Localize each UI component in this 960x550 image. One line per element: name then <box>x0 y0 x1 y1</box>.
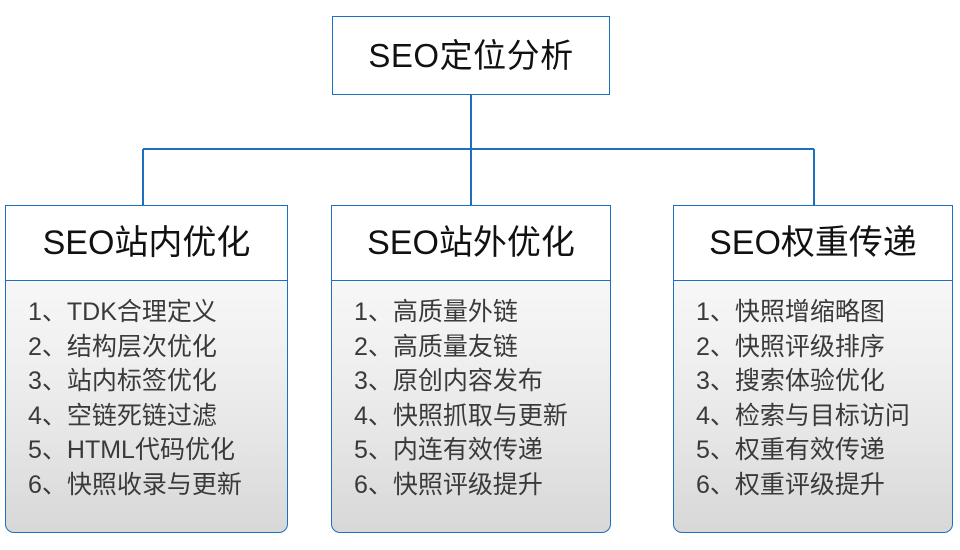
branch-card-seo-offsite[interactable]: SEO站外优化 1、高质量外链 2、高质量友链 3、原创内容发布 4、快照抓取与… <box>331 205 611 533</box>
list-item: 1、高质量外链 <box>354 298 518 326</box>
branch-list-seo-onsite: 1、TDK合理定义 2、结构层次优化 3、站内标签优化 4、空链死链过滤 5、H… <box>6 295 287 502</box>
root-node[interactable]: SEO定位分析 <box>332 16 610 95</box>
list-item: 2、结构层次优化 <box>28 332 217 361</box>
list-item: 5、内连有效传递 <box>354 436 543 464</box>
branch-header-seo-offsite[interactable]: SEO站外优化 <box>331 205 611 281</box>
branch-header-seo-onsite[interactable]: SEO站内优化 <box>5 205 288 281</box>
list-item: 2、快照评级排序 <box>696 332 885 361</box>
list-item: 6、快照收录与更新 <box>28 470 242 499</box>
branch-title-seo-onsite: SEO站内优化 <box>42 224 251 262</box>
branch-card-seo-weight[interactable]: SEO权重传递 1、快照增缩略图 2、快照评级排序 3、搜索体验优化 4、检索与… <box>673 205 953 533</box>
list-item: 4、空链死链过滤 <box>28 401 217 430</box>
list-item: 3、站内标签优化 <box>28 367 217 395</box>
list-item: 2、高质量友链 <box>354 332 518 361</box>
list-item: 4、快照抓取与更新 <box>354 401 568 430</box>
branch-list-seo-weight: 1、快照增缩略图 2、快照评级排序 3、搜索体验优化 4、检索与目标访问 5、权… <box>674 295 952 502</box>
branch-list-seo-offsite: 1、高质量外链 2、高质量友链 3、原创内容发布 4、快照抓取与更新 5、内连有… <box>332 295 610 502</box>
list-item: 3、搜索体验优化 <box>696 367 885 395</box>
branch-header-seo-weight[interactable]: SEO权重传递 <box>673 205 953 281</box>
list-item: 3、原创内容发布 <box>354 367 543 395</box>
branch-body-seo-weight: 1、快照增缩略图 2、快照评级排序 3、搜索体验优化 4、检索与目标访问 5、权… <box>673 281 953 533</box>
branch-title-seo-offsite: SEO站外优化 <box>367 224 575 262</box>
list-item: 1、TDK合理定义 <box>28 298 217 326</box>
list-item: 5、权重有效传递 <box>696 436 885 464</box>
list-item: 4、检索与目标访问 <box>696 401 910 430</box>
branch-card-seo-onsite[interactable]: SEO站内优化 1、TDK合理定义 2、结构层次优化 3、站内标签优化 4、空链… <box>5 205 288 533</box>
list-item: 1、快照增缩略图 <box>696 298 885 326</box>
list-item: 6、快照评级提升 <box>354 470 543 499</box>
branch-body-seo-onsite: 1、TDK合理定义 2、结构层次优化 3、站内标签优化 4、空链死链过滤 5、H… <box>5 281 288 533</box>
list-item: 5、HTML代码优化 <box>28 436 235 464</box>
list-item: 6、权重评级提升 <box>696 470 885 499</box>
branch-title-seo-weight: SEO权重传递 <box>709 224 917 262</box>
root-node-label: SEO定位分析 <box>368 37 574 74</box>
branch-body-seo-offsite: 1、高质量外链 2、高质量友链 3、原创内容发布 4、快照抓取与更新 5、内连有… <box>331 281 611 533</box>
